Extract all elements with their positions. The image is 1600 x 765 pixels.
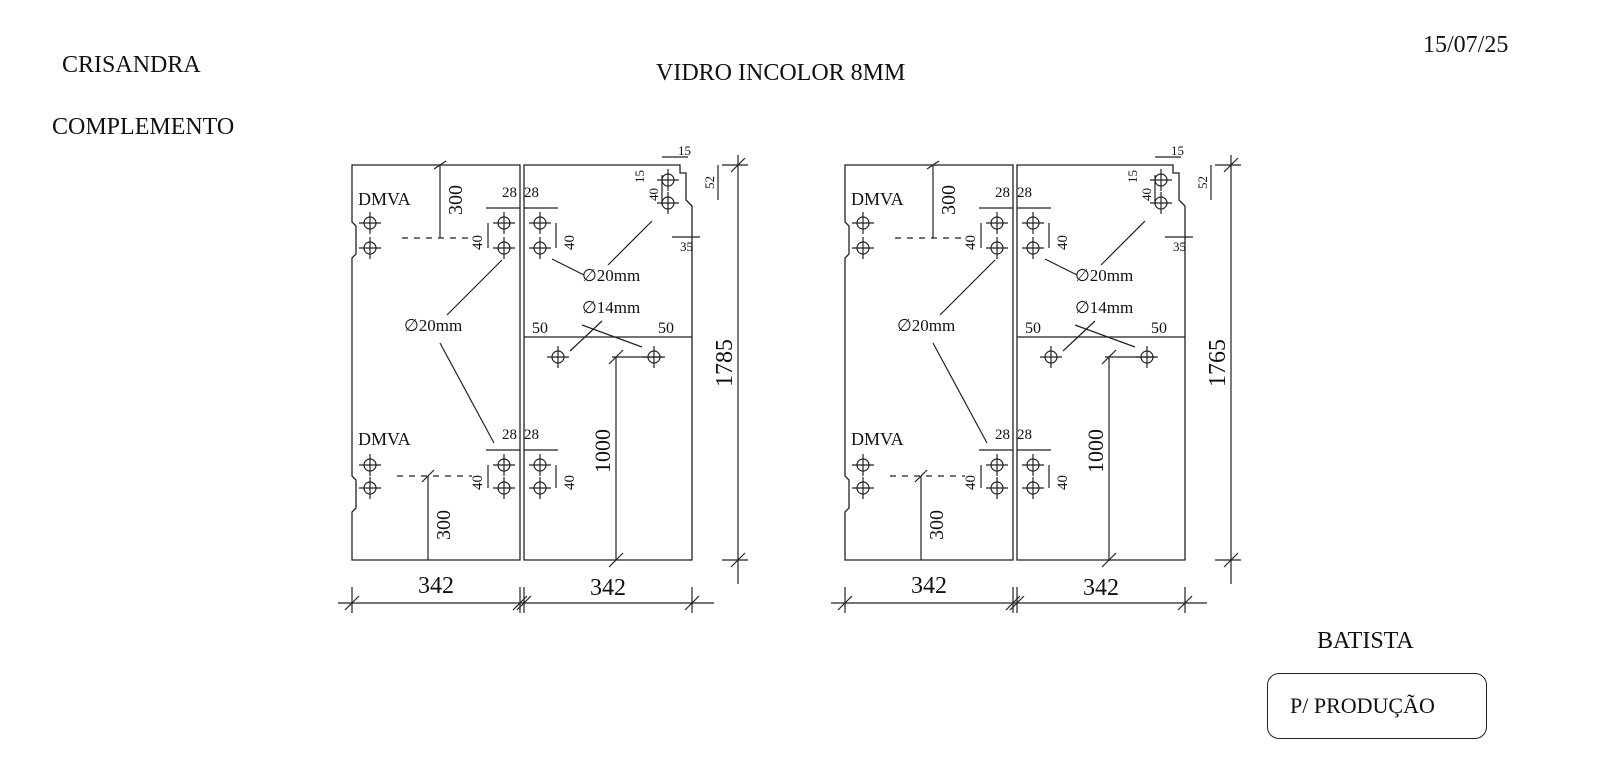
spacing-40-label: 40	[1055, 235, 1071, 250]
handle-height-label: 1000	[1083, 429, 1108, 473]
spacing-40-label: 40	[470, 475, 486, 490]
spacing-28-label: 28	[1017, 185, 1032, 201]
spacing-28-label: 28	[1017, 427, 1032, 443]
hinge-label-top: DMVA	[358, 189, 411, 209]
width-right-label: 342	[590, 575, 626, 601]
spacing-28-label: 28	[995, 427, 1010, 443]
hole-diameter-right-label: ∅20mm	[582, 266, 640, 285]
spacing-40-label: 40	[963, 475, 979, 490]
production-stamp-label: P/ PRODUÇÃO	[1290, 693, 1435, 718]
corner-35-label: 35	[1173, 239, 1186, 254]
dim-tick	[684, 595, 700, 611]
hole-diameter-small-label: ∅14mm	[582, 298, 640, 317]
dim-tick	[1223, 552, 1239, 568]
dim-tick	[512, 595, 528, 611]
leader-line	[1062, 320, 1096, 352]
dim-tick	[1177, 595, 1193, 611]
right-panel-outline	[1016, 164, 1186, 561]
leader-line	[446, 259, 503, 316]
width-left-label: 342	[418, 573, 454, 599]
dim-tick	[344, 595, 360, 611]
spacing-40-label: 40	[562, 235, 578, 250]
hole-diameter-left-label: ∅20mm	[897, 316, 955, 335]
leader-line	[932, 342, 988, 444]
corner-52-label: 52	[702, 176, 717, 189]
handle-height-label: 1000	[590, 429, 615, 473]
right-panel-outline	[523, 164, 693, 561]
production-stamp: P/ PRODUÇÃO	[1267, 673, 1487, 739]
spacing-40-label: 40	[1055, 475, 1071, 490]
spacing-28-label: 28	[524, 427, 539, 443]
spacing-28-label: 28	[502, 427, 517, 443]
dim-tick	[516, 595, 532, 611]
corner-35-label: 35	[680, 239, 693, 254]
leader-line	[1044, 258, 1078, 276]
spacing-40-label: 40	[470, 235, 486, 250]
corner-15-label-v: 15	[632, 170, 647, 183]
left-panel-outline	[351, 164, 521, 561]
dim-tick	[1101, 349, 1117, 365]
leader-line	[1074, 324, 1136, 348]
hinge-label-top: DMVA	[851, 189, 904, 209]
dim-tick	[914, 469, 928, 483]
dim-tick	[1009, 595, 1025, 611]
handle-offset-left-label: 50	[532, 320, 548, 337]
leader-line	[607, 220, 653, 266]
corner-40-label: 40	[646, 188, 661, 201]
left-panel-outline	[844, 164, 1014, 561]
hinge-label-bottom: DMVA	[358, 429, 411, 449]
author-name: BATISTA	[1317, 628, 1414, 654]
hole-diameter-right-label: ∅20mm	[1075, 266, 1133, 285]
leader-line	[581, 324, 643, 348]
spacing-28-label: 28	[995, 185, 1010, 201]
width-left-label: 342	[911, 573, 947, 599]
dim-tick	[608, 552, 624, 568]
order-type: COMPLEMENTO	[52, 114, 235, 140]
spacing-40-label: 40	[562, 475, 578, 490]
hinge-offset-top-label: 300	[938, 185, 960, 215]
width-right-label: 342	[1083, 575, 1119, 601]
hinge-offset-bottom-label: 300	[433, 510, 455, 540]
corner-15-label: 15	[1171, 143, 1184, 158]
spacing-40-label: 40	[963, 235, 979, 250]
total-height-label: 1785	[712, 339, 738, 387]
leader-line	[939, 259, 996, 316]
dim-tick	[433, 160, 447, 170]
glass-spec-title: VIDRO INCOLOR 8MM	[656, 60, 906, 86]
drawing-date: 15/07/25	[1423, 32, 1509, 58]
dim-tick	[1223, 157, 1239, 173]
hinge-offset-top-label: 300	[445, 185, 467, 215]
handle-offset-right-label: 50	[1151, 320, 1167, 337]
corner-40-label: 40	[1139, 188, 1154, 201]
handle-offset-left-label: 50	[1025, 320, 1041, 337]
hole-diameter-small-label: ∅14mm	[1075, 298, 1133, 317]
dim-tick	[421, 469, 435, 483]
leader-line	[1100, 220, 1146, 266]
leader-line	[569, 320, 603, 352]
corner-52-label: 52	[1195, 176, 1210, 189]
spacing-28-label: 28	[502, 185, 517, 201]
hole-diameter-left-label: ∅20mm	[404, 316, 462, 335]
dim-tick	[730, 157, 746, 173]
leader-line	[551, 258, 585, 276]
total-height-label: 1765	[1205, 339, 1231, 387]
hinge-offset-bottom-label: 300	[926, 510, 948, 540]
corner-15-label-v: 15	[1125, 170, 1140, 183]
hinge-label-bottom: DMVA	[851, 429, 904, 449]
dim-tick	[730, 552, 746, 568]
spacing-28-label: 28	[524, 185, 539, 201]
corner-15-label: 15	[678, 143, 691, 158]
dim-tick	[837, 595, 853, 611]
dim-tick	[608, 349, 624, 365]
client-name: CRISANDRA	[62, 52, 201, 78]
dim-tick	[926, 160, 940, 170]
leader-line	[439, 342, 495, 444]
dim-tick	[1005, 595, 1021, 611]
dim-tick	[1101, 552, 1117, 568]
handle-offset-right-label: 50	[658, 320, 674, 337]
